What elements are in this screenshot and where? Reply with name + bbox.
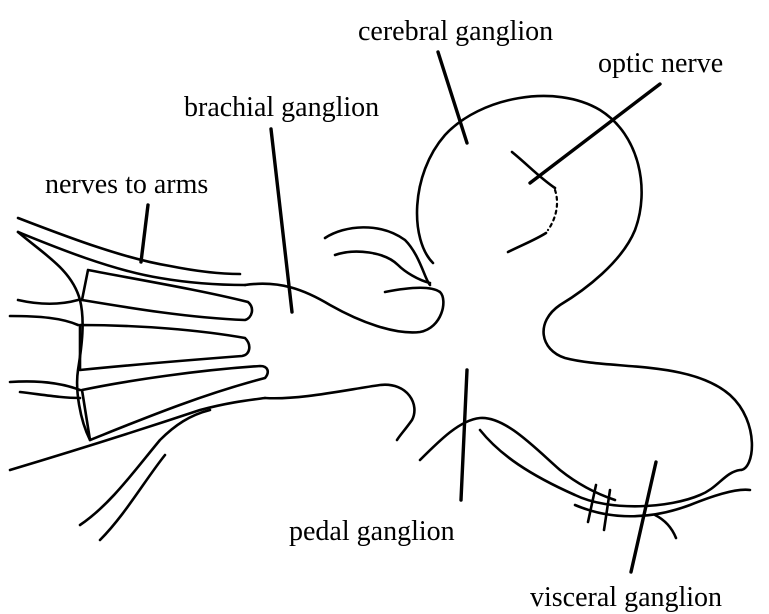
arm-lobe-2 [80, 325, 249, 370]
leader-nerves-to-arms [141, 205, 148, 262]
visceral-connective-right [655, 515, 676, 538]
arm-nerve-left-3 [18, 300, 78, 304]
label-brachial-ganglion: brachial ganglion [184, 92, 379, 123]
arm-lobe-3 [82, 366, 268, 440]
optic-nerve-lower [508, 233, 546, 252]
label-visceral-ganglion: visceral ganglion [530, 582, 722, 613]
arm-nerve-left-2 [10, 381, 80, 390]
label-pedal-ganglion: pedal ganglion [289, 516, 455, 547]
arm-nerve-left-1 [10, 316, 78, 325]
label-cerebral-ganglion: cerebral ganglion [358, 16, 553, 47]
brachial-lower-outline [265, 385, 414, 440]
pedal-ganglion-outline [420, 418, 615, 500]
ganglion-body-outline [417, 96, 752, 506]
brachial-lobe-outline [245, 284, 443, 333]
arm-lobe-1 [82, 270, 252, 320]
optic-nerve-dotted [548, 190, 557, 230]
arm-nerve-left-4 [20, 392, 80, 398]
label-nerves-to-arms: nerves to arms [45, 169, 208, 200]
leader-pedal-ganglion [461, 370, 467, 500]
label-optic-nerve: optic nerve [598, 48, 723, 79]
arm-nerve-bottom-outer [10, 398, 265, 470]
arm-nerve-bottom-branch [100, 455, 165, 540]
leader-optic-nerve [530, 84, 660, 183]
